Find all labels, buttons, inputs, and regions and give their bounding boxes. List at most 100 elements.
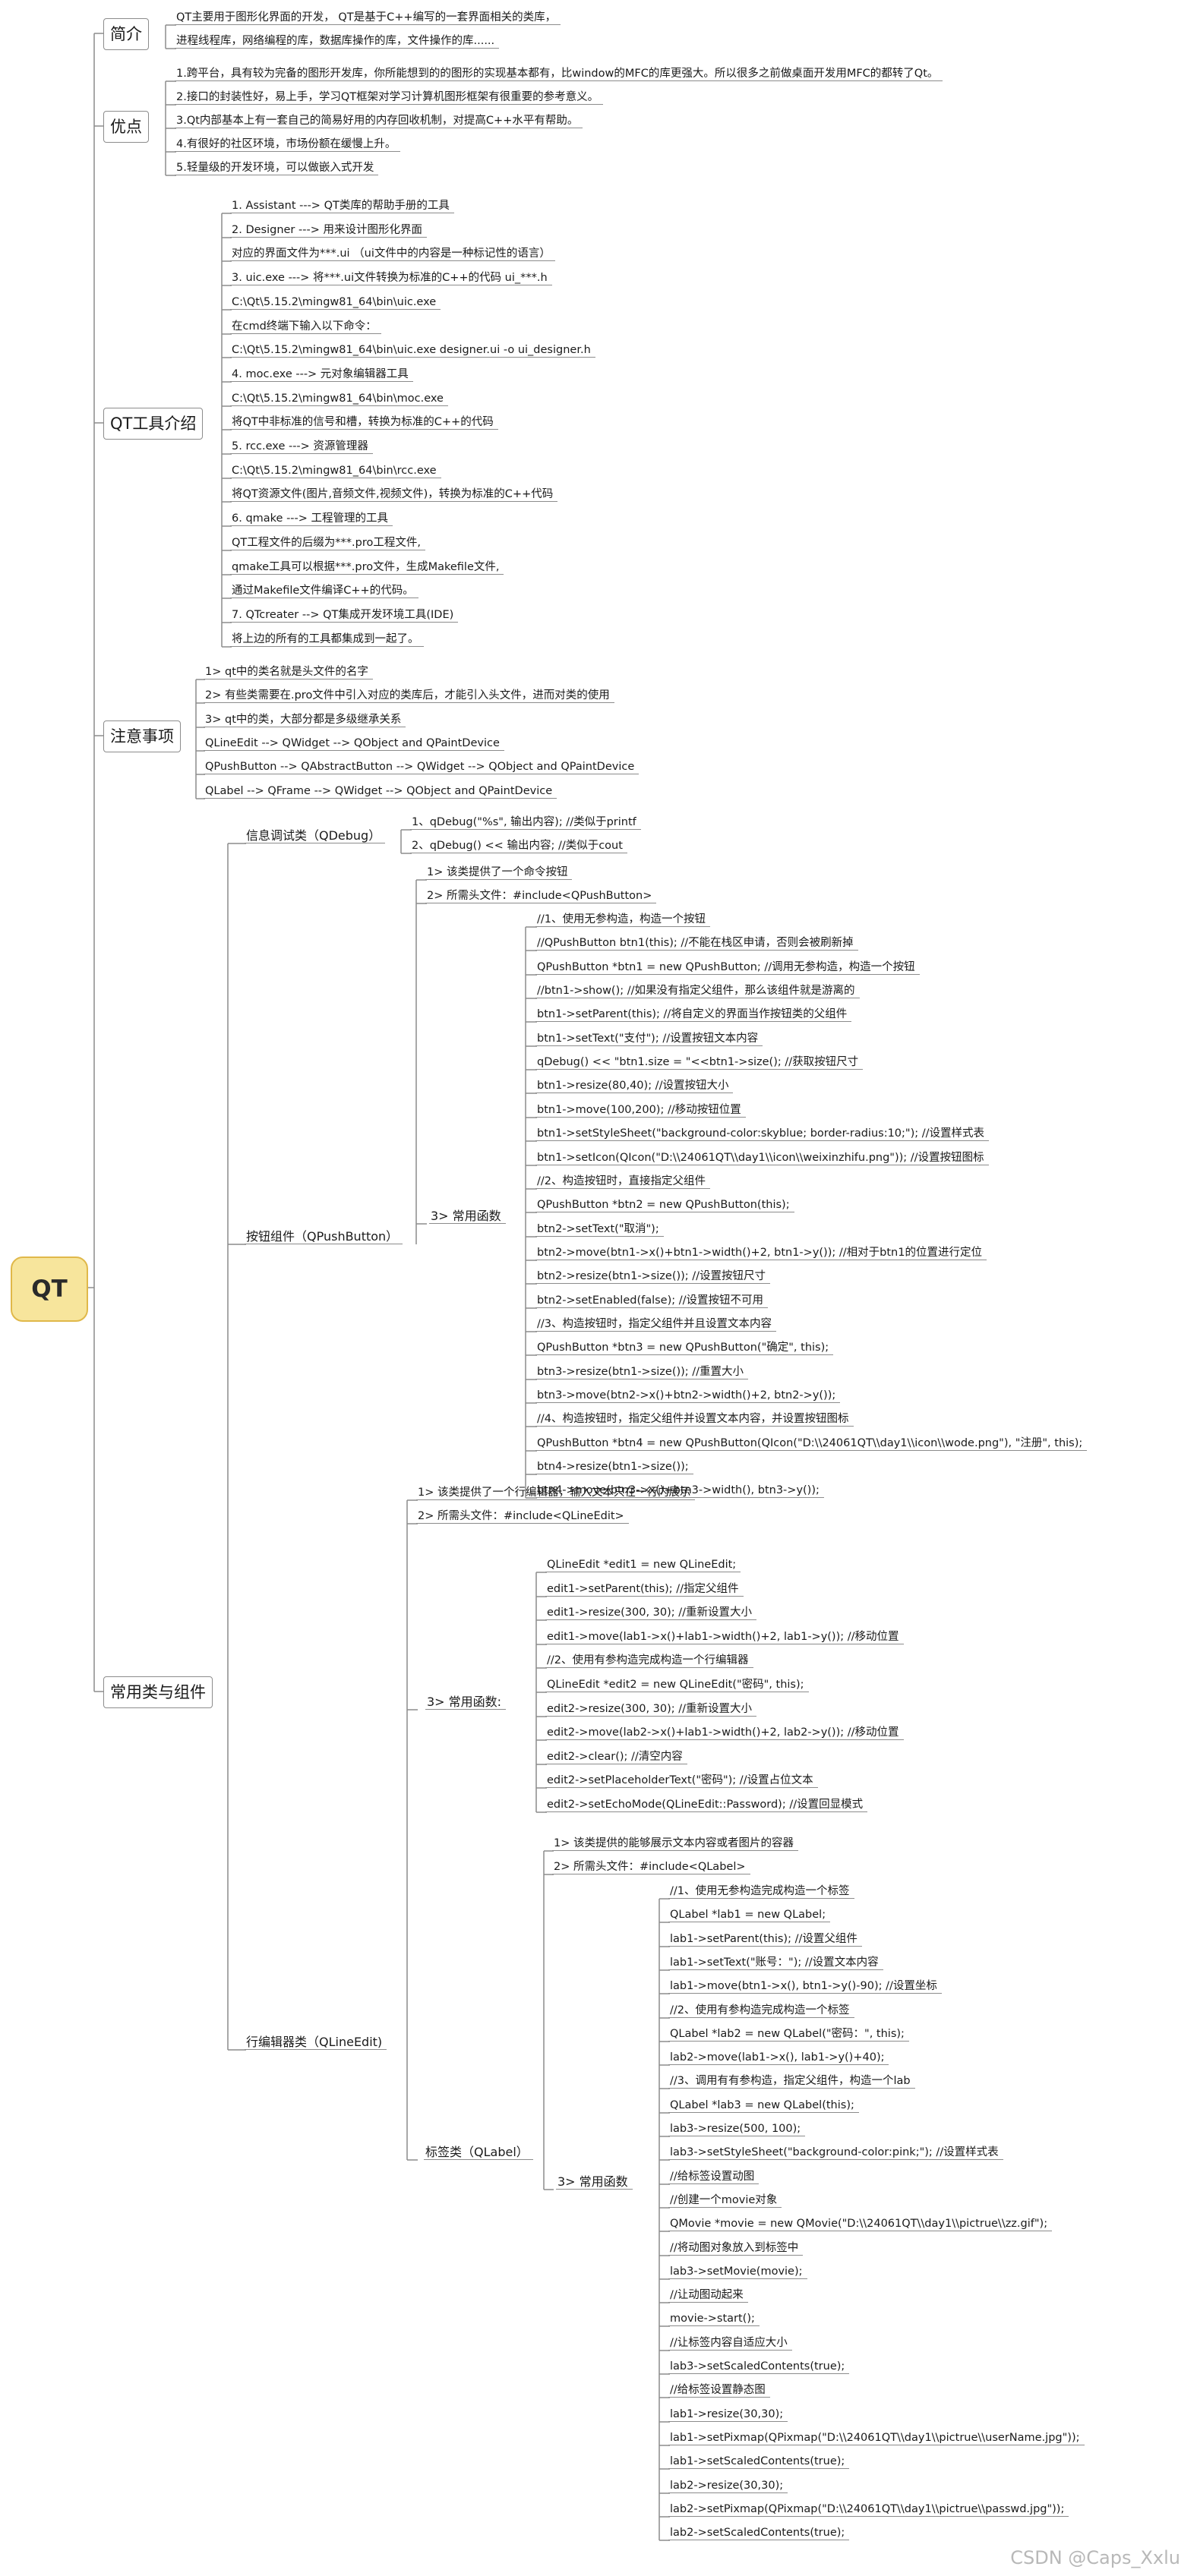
button-func-item: btn2->resize(btn1->size()); //设置按钮尺寸 (535, 1269, 771, 1284)
tool-item: C:\Qt\5.15.2\mingw81_64\bin\moc.exe (230, 392, 448, 406)
label-func-item: //让标签内容自适应大小 (668, 2336, 792, 2351)
button-func-item: btn1->setParent(this); //将自定义的界面当作按钮类的父组… (535, 1007, 852, 1022)
lineedit-func-item: edit2->move(lab2->x()+lab1->width()+2, l… (545, 1726, 904, 1740)
label-func-item: lab1->setScaledContents(true); (668, 2455, 850, 2469)
tool-item: 5. rcc.exe ---> 资源管理器 (230, 440, 373, 454)
button-func-item: btn2->setText("取消"); (535, 1222, 664, 1237)
button-func-item: btn1->move(100,200); //移动按钮位置 (535, 1103, 746, 1118)
tool-item: 将QT资源文件(图片,音频文件,视频文件)，转换为标准的C++代码 (230, 487, 558, 502)
button-func-item: btn1->resize(80,40); //设置按钮大小 (535, 1079, 734, 1093)
button-func-item: //4、构造按钮时，指定父组件并设置文本内容，并设置按钮图标 (535, 1412, 854, 1427)
tool-item: C:\Qt\5.15.2\mingw81_64\bin\uic.exe desi… (230, 343, 595, 358)
note-item: 2> 有些类需要在.pro文件中引入对应的类库后，才能引入头文件，进而对类的使用 (204, 689, 614, 703)
button-func-item: btn4->resize(btn1->size()); (535, 1460, 693, 1474)
label-func-item: QLabel *lab2 = new QLabel("密码：", this); (668, 2027, 909, 2042)
label-func-item: lab1->setParent(this); //设置父组件 (668, 1932, 862, 1947)
tool-item: 6. qmake ---> 工程管理的工具 (230, 512, 393, 526)
label-func-item: lab1->move(btn1->x(), btn1->y()-90); //设… (668, 1979, 942, 1994)
label-func-item: //1、使用无参构造完成构造一个标签 (668, 1884, 854, 1899)
lineedit-intro-item: 2> 所需头文件：#include<QLineEdit> (416, 1509, 629, 1524)
button-func-item: QPushButton *btn4 = new QPushButton(QIco… (535, 1436, 1088, 1451)
tool-item: 3. uic.exe ---> 将***.ui文件转换为标准的C++的代码 ui… (230, 271, 552, 285)
category-tools[interactable]: QT工具介绍 (103, 408, 204, 440)
lineedit-func-item: edit2->setEchoMode(QLineEdit::Password);… (545, 1798, 868, 1812)
lineedit-intro-item: 1> 该类提供了一个行编辑器，输入文本只在一行内展示 (416, 1486, 696, 1500)
note-item: QLineEdit --> QWidget --> QObject and QP… (204, 736, 504, 751)
button-intro-item: 2> 所需头文件：#include<QPushButton> (425, 889, 657, 903)
button-func-item: //1、使用无参构造，构造一个按钮 (535, 913, 710, 927)
button-func-item: //btn1->show(); //如果没有指定父组件，那么该组件就是游离的 (535, 984, 860, 998)
debug-item: 1、qDebug("%s", 输出内容); //类似于printf (410, 815, 641, 830)
label-func-item: lab3->setScaledContents(true); (668, 2360, 850, 2374)
tool-item: 将QT中非标准的信号和槽，转换为标准的C++的代码 (230, 415, 498, 430)
tool-item: C:\Qt\5.15.2\mingw81_64\bin\uic.exe (230, 295, 441, 310)
lineedit-func-item: edit1->move(lab1->x()+lab1->width()+2, l… (545, 1630, 904, 1644)
group-qdebug[interactable]: 信息调试类（QDebug） (245, 829, 386, 843)
button-func-item: btn2->setEnabled(false); //设置按钮不可用 (535, 1294, 769, 1308)
tool-item: 在cmd终端下输入以下命令： (230, 320, 381, 334)
debug-item: 2、qDebug() << 输出内容; //类似于cout (410, 839, 627, 853)
label-func-item: lab1->setPixmap(QPixmap("D:\\24061QT\\da… (668, 2431, 1085, 2445)
button-func-item: QPushButton *btn3 = new QPushButton("确定"… (535, 1341, 834, 1355)
label-func-item: //3、调用有有参构造，指定父组件，构造一个lab (668, 2074, 915, 2089)
note-item: 1> qt中的类名就是头文件的名字 (204, 665, 373, 679)
group-qlineedit[interactable]: 行编辑器类（QLineEdit) (245, 2035, 387, 2050)
button-func-item: QPushButton *btn1 = new QPushButton; //调… (535, 960, 920, 975)
category-common-classes[interactable]: 常用类与组件 (103, 1676, 213, 1708)
button-func-item: btn3->resize(btn1->size()); //重置大小 (535, 1365, 749, 1379)
root-node[interactable]: QT (11, 1256, 88, 1322)
tool-item: qmake工具可以根据***.pro文件，生成Makefile文件, (230, 560, 504, 575)
advantage-item: 2.接口的封装性好，易上手，学习QT框架对学习计算机图形框架有很重要的参考意义。 (175, 90, 604, 105)
group-qlabel[interactable]: 标签类（QLabel） (424, 2146, 533, 2160)
tool-item: QT工程文件的后缀为***.pro工程文件, (230, 536, 425, 550)
lineedit-func-item: //2、使用有参构造完成构造一个行编辑器 (545, 1654, 753, 1668)
tool-item: 4. moc.exe ---> 元对象编辑器工具 (230, 367, 413, 382)
label-func-item: QMovie *movie = new QMovie("D:\\24061QT\… (668, 2217, 1053, 2231)
button-func-item: btn1->setIcon(QIcon("D:\\24061QT\\day1\\… (535, 1151, 989, 1165)
label-func-item: //2、使用有参构造完成构造一个标签 (668, 2004, 854, 2018)
group-lineedit-common-funcs[interactable]: 3> 常用函数: (425, 1695, 507, 1710)
group-label-common-funcs[interactable]: 3> 常用函数 (556, 2175, 633, 2190)
button-func-item: //3、构造按钮时，指定父组件并且设置文本内容 (535, 1317, 776, 1332)
button-func-item: QPushButton *btn2 = new QPushButton(this… (535, 1198, 794, 1212)
advantage-item: 5.轻量级的开发环境，可以做嵌入式开发 (175, 161, 379, 175)
intro-item: QT主要用于图形化界面的开发， QT是基于C++编写的一套界面相关的类库， (175, 11, 561, 25)
lineedit-func-item: edit1->setParent(this); //指定父组件 (545, 1582, 744, 1597)
label-func-item: lab2->setPixmap(QPixmap("D:\\24061QT\\da… (668, 2502, 1069, 2517)
note-item: QPushButton --> QAbstractButton --> QWid… (204, 760, 640, 774)
label-func-item: lab3->resize(500, 100); (668, 2122, 806, 2136)
label-func-item: lab1->resize(30,30); (668, 2407, 788, 2422)
label-func-item: //创建一个movie对象 (668, 2193, 782, 2208)
label-func-item: movie->start(); (668, 2312, 760, 2326)
button-func-item: btn3->move(btn2->x()+btn2->width()+2, bt… (535, 1389, 841, 1403)
lineedit-func-item: edit1->resize(300, 30); //重新设置大小 (545, 1606, 757, 1620)
tool-item: 对应的界面文件为***.ui （ui文件中的内容是一种标记性的语言） (230, 247, 555, 261)
label-func-item: lab2->move(lab1->x(), lab1->y()+40); (668, 2051, 889, 2065)
tool-item: 1. Assistant ---> QT类库的帮助手册的工具 (230, 199, 454, 213)
note-item: 3> qt中的类，大部分都是多级继承关系 (204, 713, 406, 727)
category-advantages[interactable]: 优点 (103, 111, 149, 143)
button-func-item: btn1->setText("支付"); //设置按钮文本内容 (535, 1032, 763, 1046)
advantage-item: 4.有很好的社区环境，市场份额在缓慢上升。 (175, 137, 401, 152)
group-qpushbutton[interactable]: 按钮组件（QPushButton） (245, 1230, 403, 1244)
group-button-common-funcs[interactable]: 3> 常用函数 (429, 1209, 506, 1224)
lineedit-func-item: edit2->resize(300, 30); //重新设置大小 (545, 1702, 757, 1717)
label-func-item: QLabel *lab3 = new QLabel(this); (668, 2098, 859, 2113)
category-notes[interactable]: 注意事项 (103, 720, 181, 752)
label-func-item: lab1->setText("账号："); //设置文本内容 (668, 1956, 883, 1970)
category-intro[interactable]: 简介 (103, 18, 149, 50)
tool-item: 2. Designer ---> 用来设计图形化界面 (230, 223, 427, 238)
tool-item: 将上边的所有的工具都集成到一起了。 (230, 632, 424, 647)
watermark: CSDN @Caps_Xxlu (1010, 2547, 1180, 2568)
lineedit-func-item: QLineEdit *edit1 = new QLineEdit; (545, 1558, 741, 1572)
button-func-item: btn2->move(btn1->x()+btn1->width()+2, bt… (535, 1246, 987, 1260)
button-func-item: btn4->move(btn3->x()+btn3->width(), btn3… (535, 1483, 824, 1498)
note-item: QLabel --> QFrame --> QWidget --> QObjec… (204, 784, 557, 799)
label-func-item: //将动图对象放入到标签中 (668, 2241, 804, 2256)
lineedit-func-item: edit2->setPlaceholderText("密码"); //设置占位文… (545, 1774, 818, 1788)
label-func-item: lab2->setScaledContents(true); (668, 2526, 850, 2540)
intro-item: 进程线程库，网络编程的库，数据库操作的库，文件操作的库...... (175, 34, 500, 49)
tool-item: 7. QTcreater --> QT集成开发环境工具(IDE) (230, 608, 459, 623)
